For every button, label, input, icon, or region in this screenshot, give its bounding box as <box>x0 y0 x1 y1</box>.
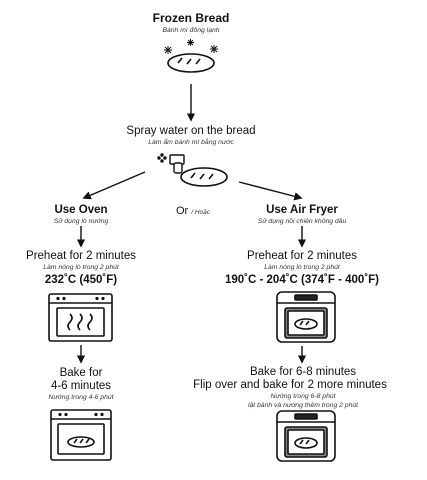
oven-bake-line1: Bake for <box>59 367 103 379</box>
oven-preheat: Preheat for 2 minutes <box>26 250 136 262</box>
spray-bottle-icon <box>157 153 185 174</box>
airfryer-flip: Flip over and bake for 2 more minutes <box>193 379 387 391</box>
spray-subtitle: Làm ẩm bánh mì bằng nước <box>148 139 234 146</box>
airfryer-flip-sub: lật bánh và nướng thêm trong 2 phút <box>247 402 359 409</box>
oven-bread-icon <box>50 409 112 461</box>
oven-subtitle: Sử dụng lò nướng <box>53 218 109 225</box>
oven-title: Use Oven <box>54 204 108 216</box>
arrow-to-airfryer <box>238 181 303 201</box>
spray-label: Spray water on the bread <box>126 125 256 137</box>
air-fryer-icon <box>276 291 336 343</box>
airfryer-subtitle: Sử dụng nồi chiên không dầu <box>257 218 347 225</box>
airfryer-preheat: Preheat for 2 minutes <box>247 250 357 262</box>
airfryer-preheat-sub: Làm nóng lò trong 2 phút <box>264 264 340 271</box>
oven-bake-sub: Nướng trong 4-6 phút <box>48 394 114 401</box>
bread-icon <box>180 167 228 187</box>
airfryer-temp: 190˚C - 204˚C (374˚F - 400˚F) <box>224 274 380 286</box>
oven-bake-line2: 4-6 minutes <box>50 380 112 392</box>
airfryer-bake-sub: Nướng trong 6-8 phút <box>270 393 336 400</box>
air-fryer-bread-icon <box>276 410 336 462</box>
frozen-bread-icon <box>164 39 218 73</box>
arrow-to-oven <box>82 171 146 200</box>
airfryer-bake: Bake for 6-8 minutes <box>249 366 357 378</box>
start-title: Frozen Bread <box>152 11 230 25</box>
oven-preheat-sub: Làm nóng lò trong 2 phút <box>43 264 119 271</box>
oven-steam-icon <box>48 293 113 342</box>
or-label: Or / Hoặc <box>175 205 211 217</box>
airfryer-title: Use Air Fryer <box>266 204 338 216</box>
oven-temp: 232˚C (450˚F) <box>44 274 118 286</box>
start-subtitle: Bánh mì đông lạnh <box>162 27 220 34</box>
